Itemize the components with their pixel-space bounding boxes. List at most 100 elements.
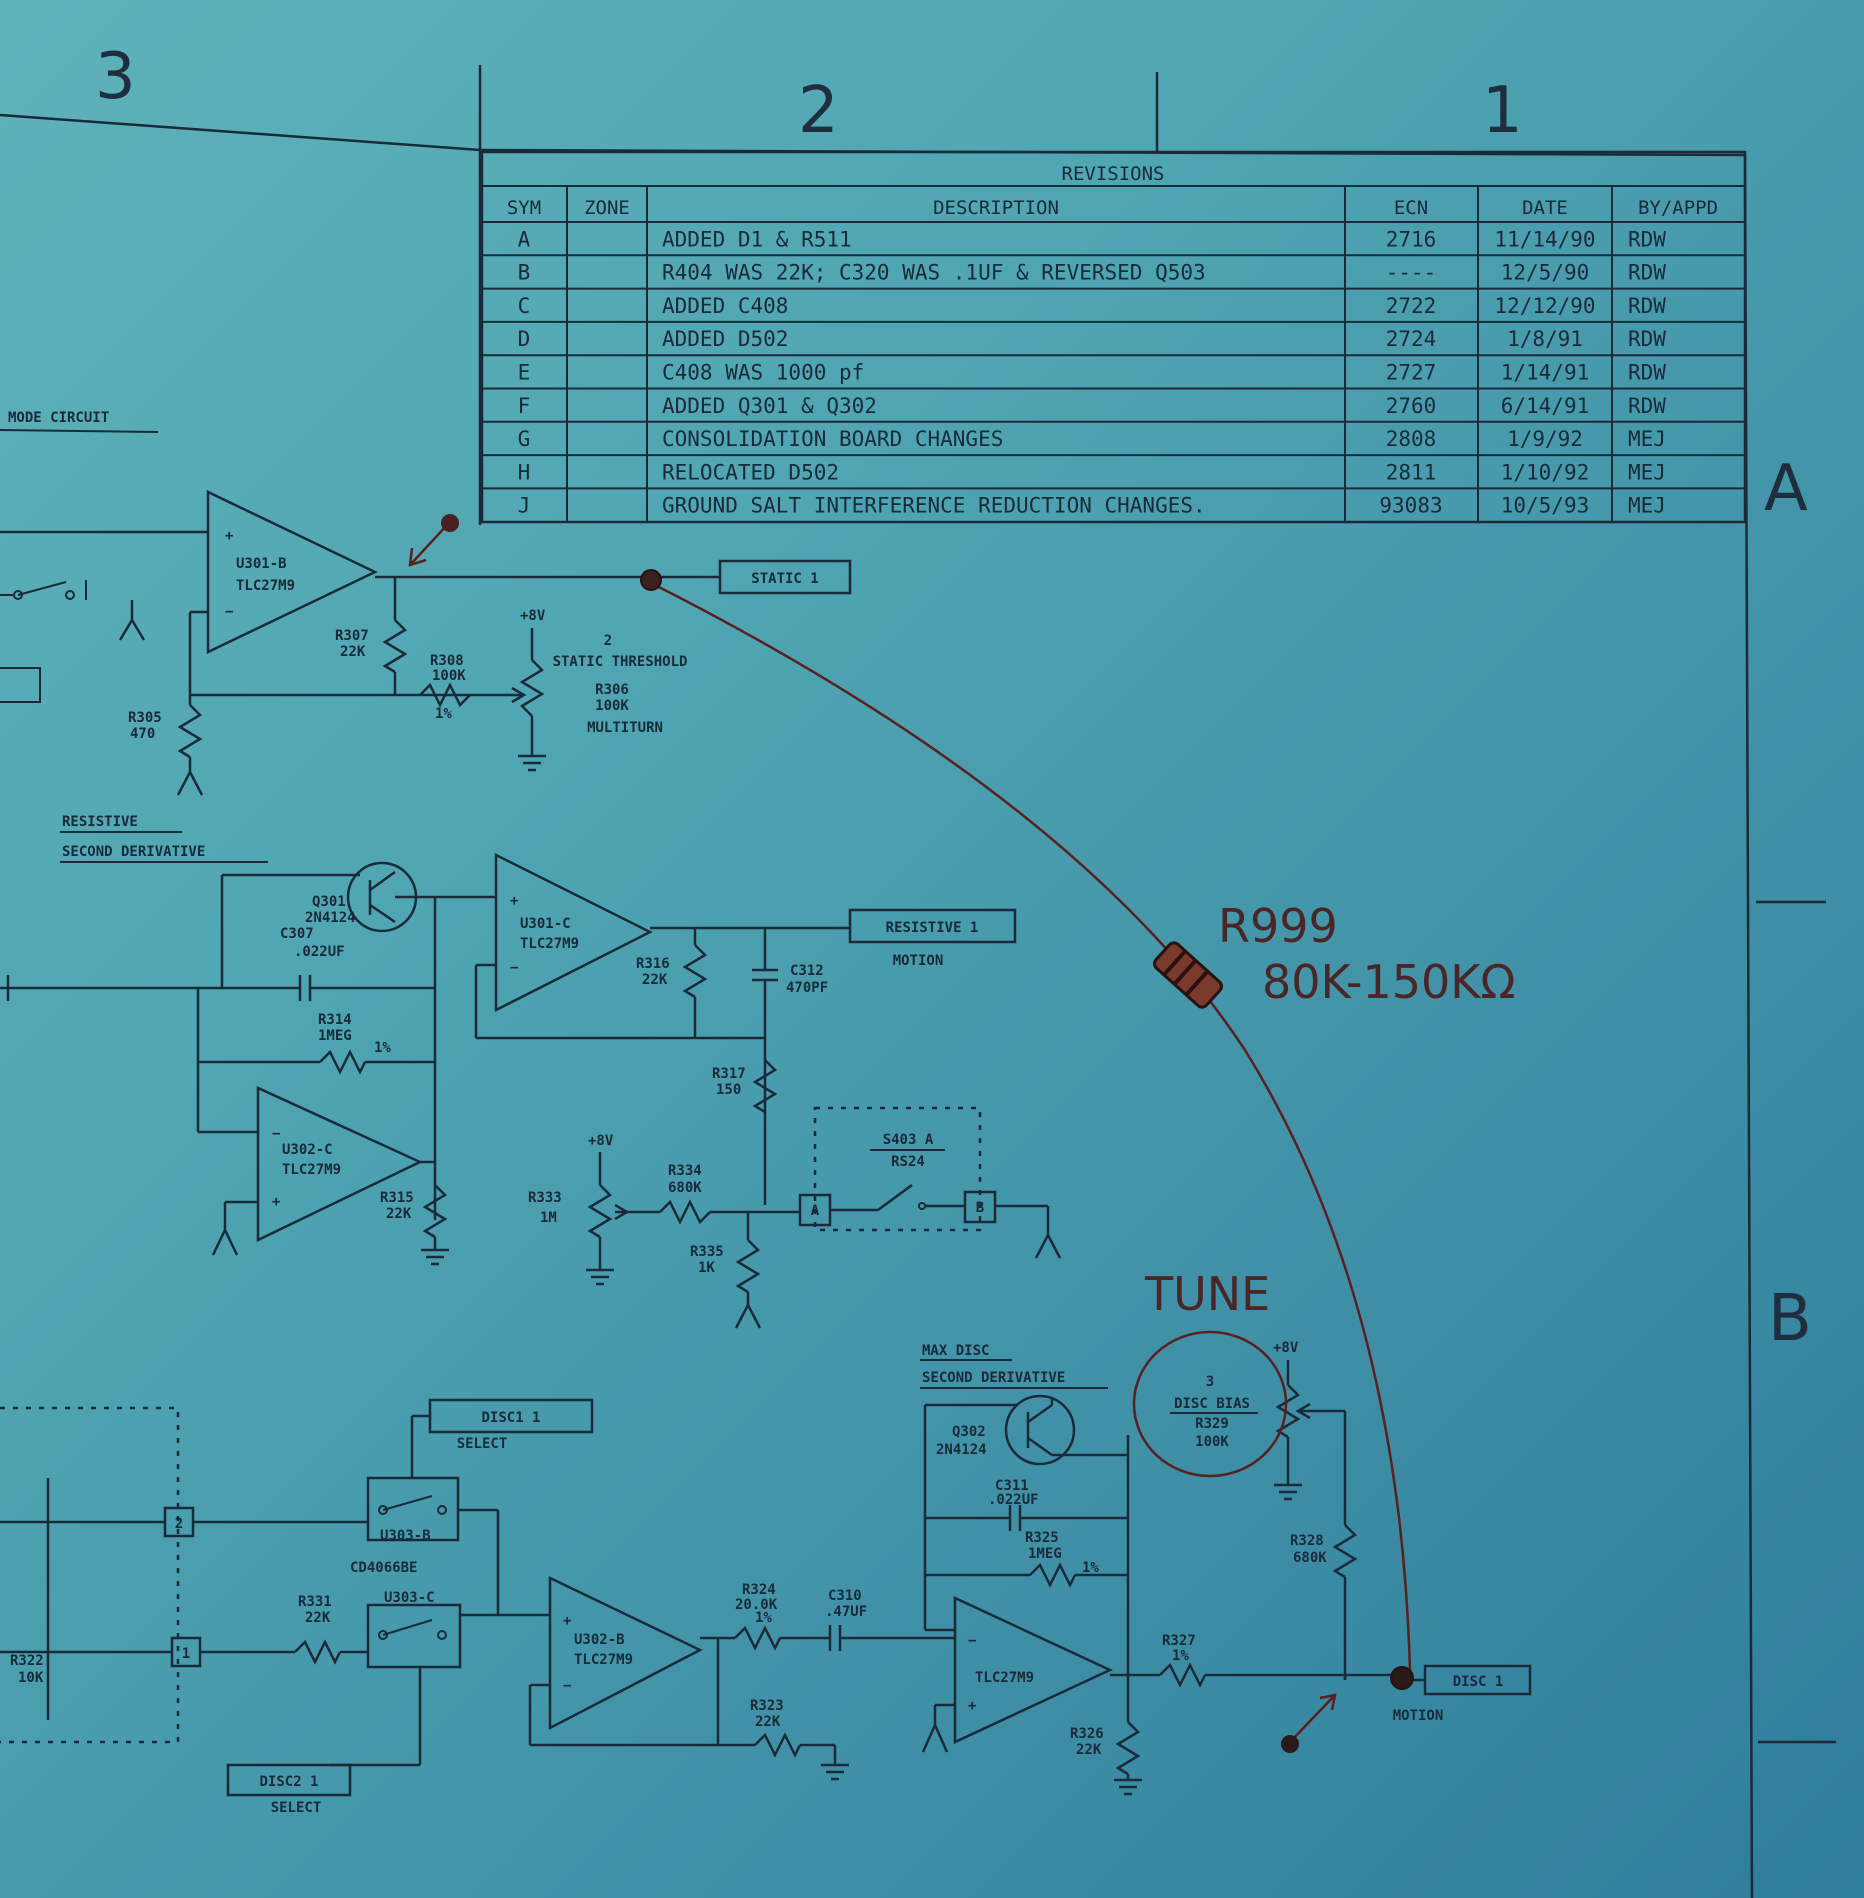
mode-circuit-label: MODE CIRCUIT <box>8 410 109 426</box>
r335-value: 1K <box>698 1260 715 1276</box>
r307-value: 22K <box>340 644 366 660</box>
u302b-label: U302-B <box>574 1632 625 1648</box>
svg-text:2: 2 <box>175 1516 183 1532</box>
r329-value: 100K <box>1195 1434 1229 1450</box>
disc1-connector: DISC 1 <box>1453 1674 1504 1690</box>
cell-by-appd: MEJ <box>1628 494 1666 518</box>
c307-value: .022UF <box>294 944 345 960</box>
u303c-label: U303-C <box>384 1590 435 1606</box>
cell-description: GROUND SALT INTERFERENCE REDUCTION CHANG… <box>662 494 1206 518</box>
svg-text:1: 1 <box>182 1646 190 1662</box>
cell-by-appd: RDW <box>1628 227 1666 251</box>
rs24-label: RS24 <box>891 1154 925 1170</box>
disc1-select-connector: DISC1 1 <box>481 1410 540 1426</box>
tune-label: TUNE <box>1144 1267 1270 1321</box>
cell-description: ADDED C408 <box>662 294 788 318</box>
r324-value: 20.0K <box>735 1597 778 1613</box>
svg-text:+: + <box>510 893 518 909</box>
cell-date: 12/5/90 <box>1501 261 1590 285</box>
zone-label-a: A <box>1764 452 1808 526</box>
zone-label-1: 1 <box>1482 74 1523 148</box>
zone-label-b: B <box>1768 1282 1812 1356</box>
r325-tolerance: 1% <box>1082 1560 1099 1576</box>
c311-value: .022UF <box>988 1492 1039 1508</box>
cell-sym: F <box>518 394 531 418</box>
cell-ecn: 2727 <box>1386 361 1437 385</box>
cell-ecn: 2760 <box>1386 394 1437 418</box>
r331-value: 22K <box>305 1610 331 1626</box>
handwritten-annotations: R999 80K-150KΩ TUNE <box>408 514 1516 1753</box>
zone-label-2: 2 <box>798 74 839 148</box>
second-derivative-label-1: SECOND DERIVATIVE <box>62 844 205 860</box>
disc-bias-number: 3 <box>1206 1374 1214 1390</box>
r314-value: 1MEG <box>318 1028 352 1044</box>
cell-date: 1/8/91 <box>1507 327 1583 351</box>
r334-value: 680K <box>668 1180 702 1196</box>
cell-by-appd: RDW <box>1628 361 1666 385</box>
r999-label: R999 <box>1218 899 1338 953</box>
cell-date: 1/10/92 <box>1501 460 1590 484</box>
svg-text:−: − <box>968 1633 976 1649</box>
r308-tolerance: 1% <box>435 706 452 722</box>
cell-by-appd: RDW <box>1628 294 1666 318</box>
r323-value: 22K <box>755 1714 781 1730</box>
cell-description: CONSOLIDATION BOARD CHANGES <box>662 427 1003 451</box>
r317-label: R317 <box>712 1066 746 1082</box>
header-zone: ZONE <box>584 197 630 219</box>
svg-text:+: + <box>225 528 233 544</box>
motion-label-1: MOTION <box>893 953 944 969</box>
static1-connector: STATIC 1 <box>751 571 818 587</box>
svg-text:+: + <box>968 1698 976 1714</box>
s403a-label: S403 A <box>883 1132 934 1148</box>
cell-by-appd: RDW <box>1628 327 1666 351</box>
cell-sym: A <box>518 227 531 251</box>
cell-sym: B <box>518 261 531 285</box>
r324-tolerance: 1% <box>755 1610 772 1626</box>
max-disc-label: MAX DISC <box>922 1343 989 1359</box>
cell-by-appd: MEJ <box>1628 460 1666 484</box>
cell-ecn: 2808 <box>1386 427 1437 451</box>
cell-description: ADDED D1 & R511 <box>662 227 852 251</box>
second-derivative-label-2: SECOND DERIVATIVE <box>922 1370 1065 1386</box>
plus8v-label-2: +8V <box>588 1133 614 1149</box>
cell-sym: D <box>518 327 531 351</box>
u302a-part: TLC27M9 <box>975 1670 1034 1686</box>
svg-text:+: + <box>563 1613 571 1629</box>
resistive-circuit: RESISTIVE SECOND DERIVATIVE Q301 2N4124 … <box>0 814 1062 1329</box>
svg-text:10K: 10K <box>18 1670 44 1686</box>
cell-ecn: 2716 <box>1386 227 1437 251</box>
r333-label: R333 <box>528 1190 562 1206</box>
cell-ecn: 2811 <box>1386 460 1437 484</box>
revision-row: A ADDED D1 & R511 2716 11/14/90 RDW <box>518 227 1667 251</box>
multiturn-label: MULTITURN <box>587 720 663 736</box>
plus8v-label-3: +8V <box>1273 1340 1299 1356</box>
r316-value: 22K <box>642 972 668 988</box>
cell-date: 11/14/90 <box>1494 227 1595 251</box>
q301-label: Q301 <box>312 894 346 910</box>
r999-node-bottom <box>1390 1666 1414 1690</box>
cell-ecn: 2722 <box>1386 294 1437 318</box>
bottom-arrow <box>1289 1694 1336 1743</box>
r999-node-top <box>640 569 662 591</box>
cell-sym: H <box>518 460 531 484</box>
cell-sym: G <box>518 427 531 451</box>
r335-label: R335 <box>690 1244 724 1260</box>
svg-text:2: 2 <box>604 633 612 649</box>
c312-label: C312 <box>790 963 824 979</box>
u301c-part: TLC27M9 <box>520 936 579 952</box>
svg-text:−: − <box>225 604 233 620</box>
u302c-part: TLC27M9 <box>282 1162 341 1178</box>
r331-label: R331 <box>298 1594 332 1610</box>
header-ecn: ECN <box>1394 197 1428 219</box>
r314-label: R314 <box>318 1012 352 1028</box>
header-by-appd: BY/APPD <box>1638 197 1718 219</box>
cell-by-appd: RDW <box>1628 394 1666 418</box>
r327-tolerance: 1% <box>1172 1648 1189 1664</box>
q302-label: Q302 <box>952 1424 986 1440</box>
